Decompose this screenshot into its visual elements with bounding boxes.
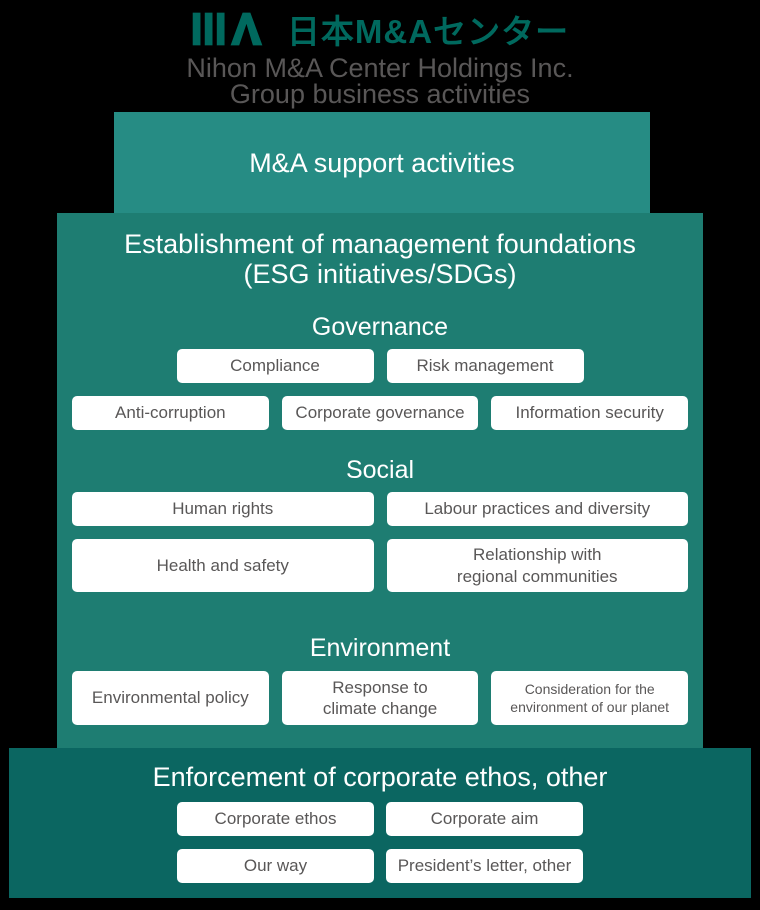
card-risk-management: Risk management bbox=[386, 349, 584, 383]
company-logo: 日本M&Aセンター bbox=[0, 6, 760, 52]
subtitle-line-2: Group business activities bbox=[229, 79, 531, 109]
card-relationship-with-regional-communities: Relationship with regional communities bbox=[386, 539, 688, 592]
card-environmental-policy: Environmental policy bbox=[72, 671, 269, 725]
ma-support-activities-label: M&A support activities bbox=[249, 148, 515, 178]
card-president-s-letter-other: President’s letter, other bbox=[386, 849, 583, 883]
card-compliance: Compliance bbox=[176, 349, 374, 383]
section-heading-social: Social bbox=[345, 456, 415, 484]
card-consideration-for-the-environment-of-our-planet: Consideration for the environment of our… bbox=[491, 671, 689, 725]
cards-row: Compliance Risk management bbox=[72, 349, 688, 383]
cards-row: Human rights Labour practices and diversi… bbox=[72, 492, 688, 526]
card-corporate-governance: Corporate governance bbox=[281, 396, 479, 430]
esg-foundations-box: Establishment of management foundations … bbox=[57, 213, 703, 748]
esg-title-line-2: (ESG initiatives/SDGs) bbox=[243, 259, 517, 289]
esg-box-title: Establishment of management foundations … bbox=[72, 229, 688, 289]
card-corporate-aim: Corporate aim bbox=[386, 802, 583, 836]
section-heading-environment: Environment bbox=[309, 634, 451, 662]
ma-support-activities-box: M&A support activities bbox=[114, 112, 650, 215]
card-information-security: Information security bbox=[491, 396, 689, 430]
nihon-ma-center-logo-icon bbox=[191, 9, 277, 49]
cards-row: Anti-corruption Corporate governance Infor… bbox=[72, 396, 689, 430]
card-anti-corruption: Anti-corruption bbox=[72, 396, 269, 430]
card-our-way: Our way bbox=[177, 849, 374, 883]
esg-title-line-1: Establishment of management foundations bbox=[124, 229, 636, 259]
cards-row: Corporate ethos Corporate aim bbox=[9, 802, 751, 836]
card-response-to-climate-change: Response to climate change bbox=[281, 671, 479, 725]
section-heading-governance: Governance bbox=[311, 313, 449, 341]
company-subtitle: Nihon M&A Center Holdings Inc. Group bus… bbox=[0, 53, 760, 109]
logo-text: 日本M&Aセンター bbox=[286, 13, 570, 50]
subtitle-line-1: Nihon M&A Center Holdings Inc. bbox=[186, 53, 574, 83]
card-health-and-safety: Health and safety bbox=[72, 539, 374, 592]
header: 日本M&Aセンター Nihon M&A Center Holdings Inc.… bbox=[0, 6, 760, 109]
card-corporate-ethos: Corporate ethos bbox=[177, 802, 374, 836]
cards-row: Our way President’s letter, other bbox=[9, 849, 751, 883]
card-human-rights: Human rights bbox=[72, 492, 374, 526]
corporate-ethos-title: Enforcement of corporate ethos, other bbox=[152, 762, 608, 792]
corporate-ethos-box: Enforcement of corporate ethos, other Co… bbox=[9, 748, 751, 898]
card-labour-practices-and-diversity: Labour practices and diversity bbox=[386, 492, 688, 526]
